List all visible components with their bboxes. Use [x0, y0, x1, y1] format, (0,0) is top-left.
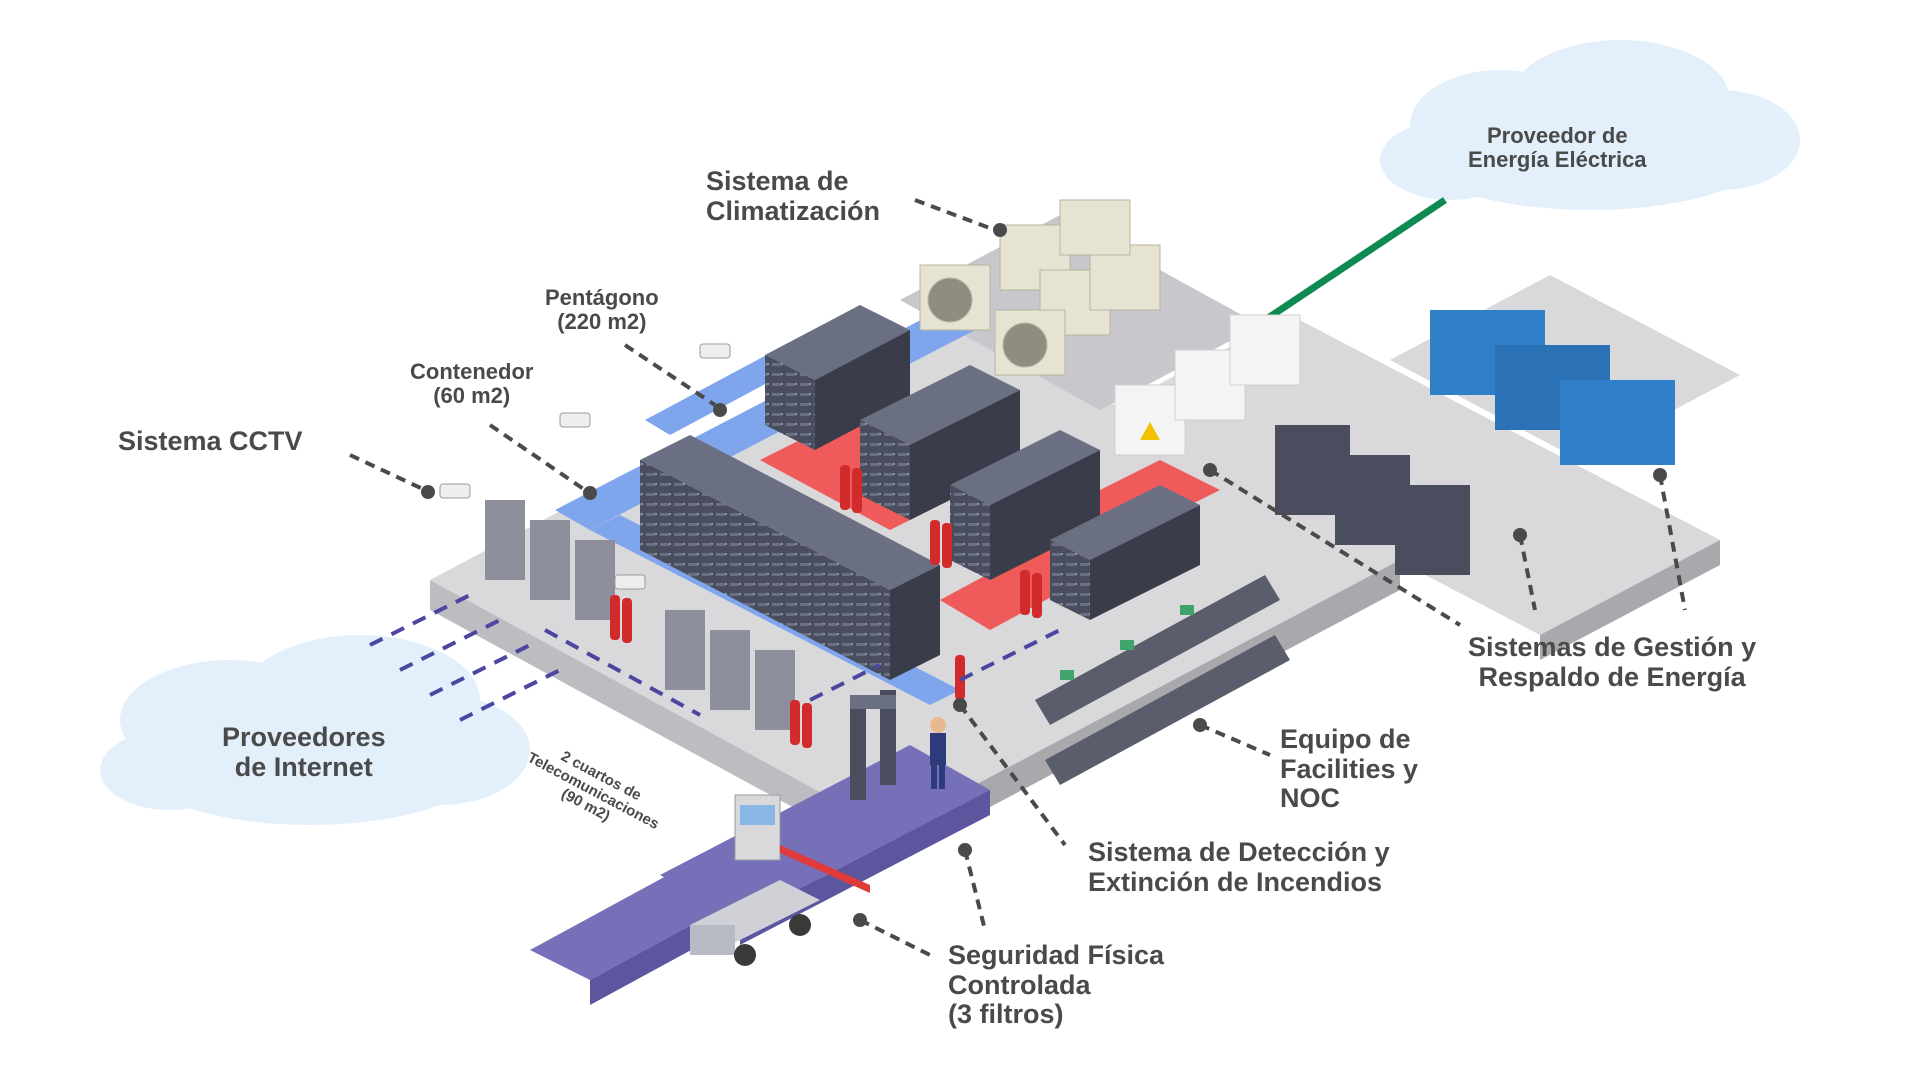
- fire-extinguisher-icon: [610, 465, 1042, 748]
- generator-icon: [1430, 310, 1675, 465]
- hvac-unit-icon: [919, 199, 1161, 376]
- operator-console-icon: [1035, 575, 1290, 785]
- server-rack-icon: [640, 305, 1200, 680]
- pickup-truck-icon: [690, 880, 820, 966]
- cloud-internet-icon: [100, 635, 530, 825]
- guard-booth-icon: [734, 794, 781, 861]
- security-guard-icon: [930, 717, 946, 789]
- leader-dots: [421, 223, 1667, 927]
- internet-arrows: [369, 593, 1061, 722]
- cctv-camera-icon: [439, 343, 731, 590]
- transformer-icon: [1114, 314, 1301, 456]
- label-cctv: Sistema CCTV: [118, 426, 303, 456]
- metal-detector-icon: [850, 690, 896, 800]
- label-contenedor: Contenedor(60 m2): [410, 359, 534, 409]
- label-pentagono: Pentágono(220 m2): [545, 285, 659, 335]
- cloud-energy-icon: [1380, 40, 1800, 210]
- barrier-gate-icon: [780, 845, 870, 893]
- battery-bank-icon: [1275, 425, 1470, 575]
- telecom-racks: [485, 500, 795, 730]
- power-line: [1263, 197, 1447, 323]
- leader-lines: [349, 198, 1687, 957]
